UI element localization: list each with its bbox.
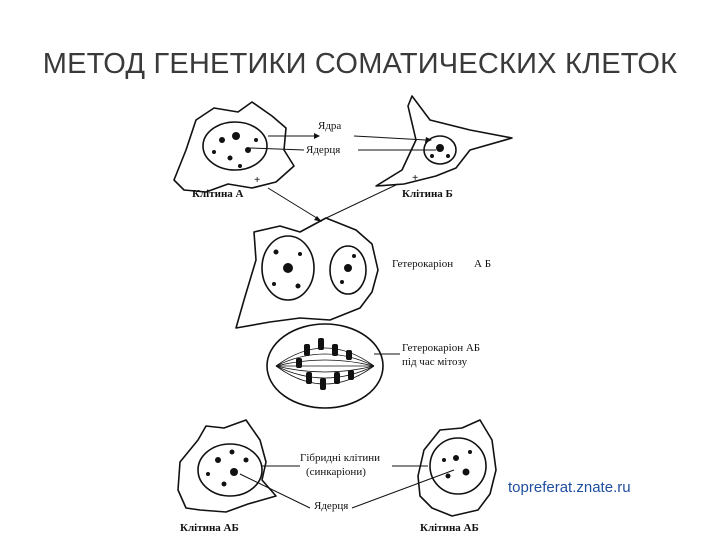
slide-title: МЕТОД ГЕНЕТИКИ СОМАТИЧЕСКИХ КЛЕТОК xyxy=(42,48,678,80)
label-cell-b: Клітина Б xyxy=(402,188,453,200)
source-link[interactable]: topreferat.znate.ru xyxy=(508,479,631,496)
label-nucleoli: Ядерця xyxy=(306,144,341,156)
hybrid-cell-right-nucleus xyxy=(429,437,487,495)
heterokaryon-nucleus-right xyxy=(329,245,367,295)
nuclei-pointer-right xyxy=(353,135,427,141)
cell-a-outline xyxy=(173,101,295,193)
fusion-line-b xyxy=(321,183,399,221)
label-nuclei: Ядра xyxy=(318,120,342,132)
nucleoli-bottom-pointer-left xyxy=(239,473,311,509)
nucleoli-bottom-pointer-right xyxy=(351,469,455,509)
hybrid-cell-left-outline xyxy=(177,419,277,513)
cell-a-nucleus xyxy=(202,121,268,171)
heterokaryon-nucleus-left xyxy=(261,235,315,301)
nucleoli-pointer-left xyxy=(249,147,305,151)
mitotic-cell xyxy=(266,323,384,409)
label-cell-ab-left: Клітина АБ xyxy=(180,522,239,534)
fusion-line-a xyxy=(267,187,321,221)
label-heterokaryon: Гетерокаріон xyxy=(392,258,454,270)
hybrid-cell-right-outline xyxy=(417,419,497,517)
label-cell-ab-right: Клітина АБ xyxy=(420,522,479,534)
hybrid-cell-left-nucleus xyxy=(197,443,263,497)
heterokaryon-outline xyxy=(235,217,379,329)
label-nucleoli-bottom: Ядерця xyxy=(314,500,349,512)
plus-sign-a: + xyxy=(254,174,261,186)
plus-sign-b: + xyxy=(412,172,419,184)
cell-b-outline xyxy=(375,95,513,187)
label-mitosis-line1: Гетерокаріон АБ xyxy=(402,342,481,354)
label-hybrid-cells: Гібридні клітини xyxy=(300,452,381,464)
label-synkaryons: (синкаріони) xyxy=(306,466,366,478)
chromosomes xyxy=(296,338,354,390)
label-mitosis-line2: під час мітозу xyxy=(402,356,468,368)
label-heterokaryon-ab: А Б xyxy=(474,258,492,270)
label-cell-a: Клітина А xyxy=(192,188,244,200)
